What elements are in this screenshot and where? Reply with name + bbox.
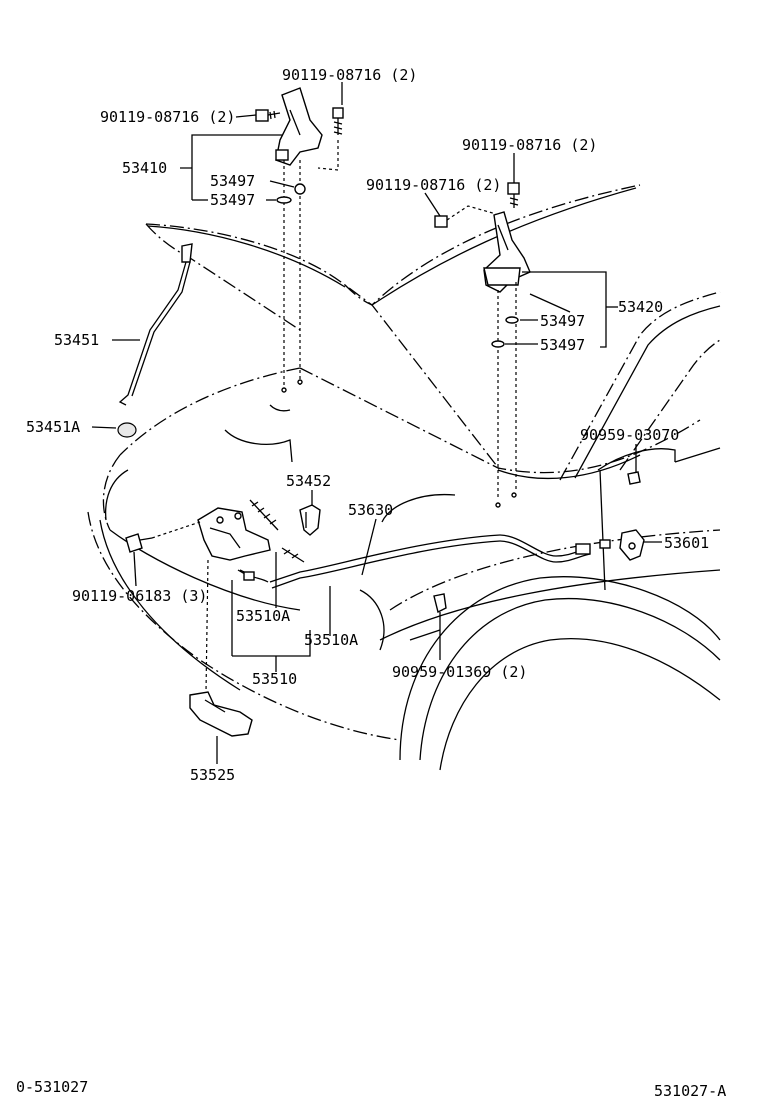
bracket-latch bbox=[299, 504, 321, 536]
label-screw-fender: 90959-03070 bbox=[580, 426, 679, 444]
release-lever bbox=[619, 529, 645, 561]
label-bolt-top-hinge-right: 90119-08716 (2) bbox=[462, 136, 597, 154]
part-labels: 90119-08716 (2) 90119-08716 (2) 53410 53… bbox=[26, 66, 709, 784]
label-release-cable: 53630 bbox=[348, 501, 393, 519]
leader-lines bbox=[91, 82, 662, 764]
label-washer-right-1: 53497 bbox=[540, 312, 585, 330]
bolt-icon bbox=[317, 107, 344, 171]
label-bracket-latch: 53452 bbox=[286, 472, 331, 490]
label-rod-holder: 53451A bbox=[26, 418, 80, 436]
label-clip-cable: 90959-01369 (2) bbox=[392, 663, 527, 681]
footer-left-code: 0-531027 bbox=[16, 1078, 88, 1096]
label-bolt-latch: 90119-06183 (3) bbox=[72, 587, 207, 605]
bolt-icon bbox=[255, 109, 281, 122]
hood-lock bbox=[197, 499, 501, 589]
label-release-lever: 53601 bbox=[664, 534, 709, 552]
car-body-outline bbox=[87, 184, 721, 771]
catch-assy bbox=[189, 559, 253, 737]
label-hood-lock: 53510 bbox=[252, 670, 297, 688]
clip-icon bbox=[433, 593, 447, 614]
label-lock-sub-a2: 53510A bbox=[304, 631, 358, 649]
release-cable bbox=[239, 534, 611, 581]
hinge-left bbox=[275, 87, 323, 393]
bolt-icon bbox=[434, 205, 497, 228]
label-lock-sub-a1: 53510A bbox=[236, 607, 290, 625]
label-hood-support-rod: 53451 bbox=[54, 331, 99, 349]
label-washer-left-1: 53497 bbox=[210, 172, 255, 190]
label-hinge-left: 53410 bbox=[122, 159, 167, 177]
label-washer-right-2: 53497 bbox=[540, 336, 585, 354]
hinge-right bbox=[483, 211, 531, 508]
label-washer-left-2: 53497 bbox=[210, 191, 255, 209]
label-catch-assy: 53525 bbox=[190, 766, 235, 784]
hood-support-rod bbox=[117, 243, 193, 438]
footer-right-code: 531027-A bbox=[654, 1082, 726, 1100]
label-hinge-right: 53420 bbox=[618, 298, 663, 316]
label-bolt-side-hinge-right: 90119-08716 (2) bbox=[366, 176, 501, 194]
label-bolt-top-hinge-left: 90119-08716 (2) bbox=[282, 66, 417, 84]
label-bolt-side-hinge-left: 90119-08716 (2) bbox=[100, 108, 235, 126]
bolt-icon bbox=[507, 182, 520, 208]
screw-icon bbox=[627, 471, 641, 485]
bolt-icon bbox=[125, 521, 201, 553]
